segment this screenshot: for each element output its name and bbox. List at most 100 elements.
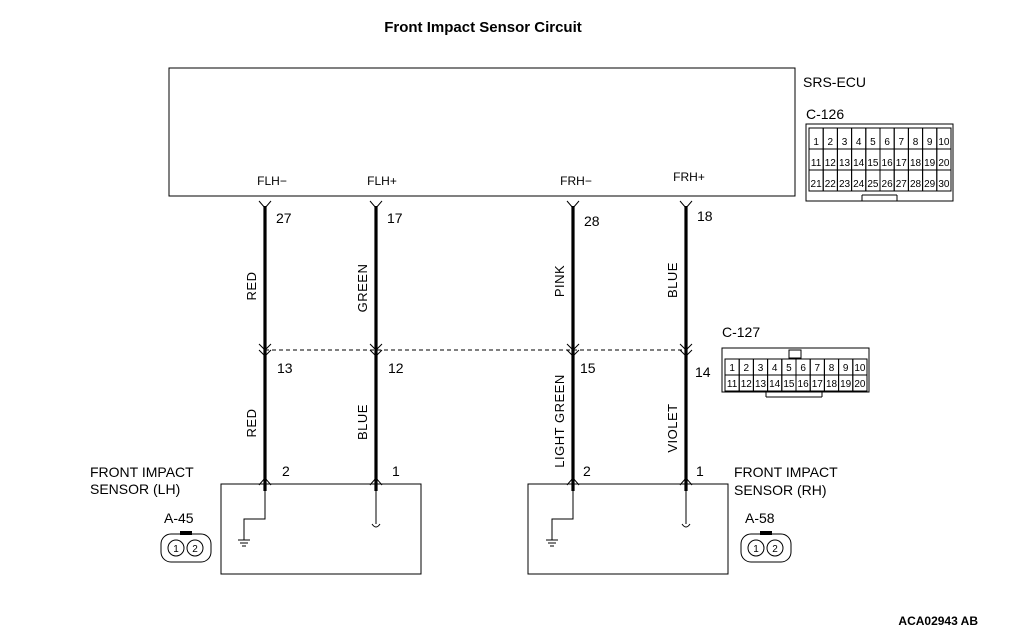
c126-pin-13: 13 — [839, 158, 851, 169]
c126-pin-15: 15 — [867, 158, 879, 169]
lh-sensor-pin-2: 2 — [282, 463, 290, 479]
c126-pin-17: 17 — [896, 158, 908, 169]
srs-ecu-box — [168, 67, 796, 197]
wire-color-lower-3: LIGHT GREEN — [552, 374, 567, 467]
c126-pin-30: 30 — [938, 179, 950, 190]
wire-color-lower-1: RED — [244, 409, 259, 438]
wire-color-lower-2: BLUE — [355, 404, 370, 440]
c126-cell — [936, 169, 952, 192]
c126-pin-6: 6 — [884, 137, 890, 148]
c127-pin-15: 15 — [783, 379, 795, 390]
ecu-terminal-chevrons — [258, 200, 693, 209]
c127-pin-14: 14 — [769, 379, 781, 390]
c127-chevrons — [258, 343, 693, 357]
figure-code: ACA02943 AB — [898, 614, 978, 628]
c127-pin-12: 12 — [388, 360, 404, 376]
ecu-pin-28: 28 — [584, 213, 600, 229]
c127-pin-2: 2 — [744, 363, 750, 374]
c126-pin-14: 14 — [853, 158, 865, 169]
c126-pin-27: 27 — [896, 179, 908, 190]
lh-sensor-name-line2: SENSOR (LH) — [90, 481, 180, 497]
c127-pin-15: 15 — [580, 360, 596, 376]
c127-pin-8: 8 — [829, 363, 835, 374]
c127-pin-18: 18 — [826, 379, 838, 390]
c126-pin-29: 29 — [924, 179, 936, 190]
c126-pin-7: 7 — [899, 137, 905, 148]
svg-text:1: 1 — [173, 544, 179, 555]
c126-pin-24: 24 — [853, 179, 865, 190]
c127-pin-13: 13 — [755, 379, 767, 390]
c127-cell — [852, 374, 868, 392]
ecu-pin-27: 27 — [276, 210, 292, 226]
c127-pin-9: 9 — [843, 363, 849, 374]
c126-pin-8: 8 — [913, 137, 919, 148]
c127-pin-1: 1 — [729, 363, 735, 374]
a58-connector-face: 1 2 — [740, 531, 792, 563]
c126-connector-label: C-126 — [806, 106, 844, 122]
wire-color-upper-2: GREEN — [355, 264, 370, 313]
c126-pin-22: 22 — [825, 179, 837, 190]
a45-connector-label: A-45 — [164, 510, 194, 526]
rh-sensor-name-line1: FRONT IMPACT — [734, 464, 838, 480]
terminal-label-frh-plus: FRH+ — [673, 170, 705, 184]
a58-connector-label: A-58 — [745, 510, 775, 526]
lh-sensor-pin-1: 1 — [392, 463, 400, 479]
rh-sensor-box — [527, 483, 729, 575]
wire-color-lower-4: VIOLET — [665, 403, 680, 452]
c127-pin-7: 7 — [815, 363, 821, 374]
c127-pin-16: 16 — [798, 379, 810, 390]
c127-pin-14: 14 — [695, 364, 711, 380]
terminal-label-flh-plus: FLH+ — [367, 174, 397, 188]
c127-pin-20: 20 — [854, 379, 866, 390]
terminal-label-frh-minus: FRH− — [560, 174, 592, 188]
c127-pin-6: 6 — [800, 363, 806, 374]
c126-pin-12: 12 — [825, 158, 837, 169]
rh-sensor-pin-1: 1 — [696, 463, 704, 479]
svg-text:1: 1 — [753, 544, 759, 555]
lh-sensor-box — [220, 483, 422, 575]
c126-pin-26: 26 — [882, 179, 894, 190]
rh-sensor-pin-2: 2 — [583, 463, 591, 479]
c127-pin-13: 13 — [277, 360, 293, 376]
c126-pin-25: 25 — [867, 179, 879, 190]
c126-pin-23: 23 — [839, 179, 851, 190]
wire-color-upper-4: BLUE — [665, 262, 680, 298]
terminal-label-flh-minus: FLH− — [257, 174, 287, 188]
rh-sensor-name-line2: SENSOR (RH) — [734, 482, 827, 498]
c127-pin-5: 5 — [786, 363, 792, 374]
wire-color-upper-3: PINK — [552, 265, 567, 297]
svg-text:2: 2 — [192, 544, 198, 555]
c126-pin-5: 5 — [870, 137, 876, 148]
c127-pin-12: 12 — [741, 379, 753, 390]
c127-pin-3: 3 — [758, 363, 764, 374]
lh-sensor-name-line1: FRONT IMPACT — [90, 464, 194, 480]
wire-color-upper-1: RED — [244, 272, 259, 301]
c126-pin-2: 2 — [828, 137, 834, 148]
srs-ecu-label: SRS-ECU — [803, 74, 866, 90]
c127-pin-19: 19 — [840, 379, 852, 390]
ecu-pin-17: 17 — [387, 210, 403, 226]
c126-pin-3: 3 — [842, 137, 848, 148]
rh-sensor-internal — [546, 484, 691, 547]
c127-pin-11: 11 — [727, 379, 738, 390]
c127-pin-4: 4 — [772, 363, 778, 374]
c127-connector-label: C-127 — [722, 324, 760, 340]
c126-pin-10: 10 — [938, 137, 950, 148]
svg-text:2: 2 — [772, 544, 778, 555]
c126-pin-16: 16 — [882, 158, 894, 169]
c126-pin-20: 20 — [938, 158, 950, 169]
diagram-title: Front Impact Sensor Circuit — [384, 19, 582, 36]
c127-pin-17: 17 — [812, 379, 824, 390]
c126-pin-18: 18 — [910, 158, 922, 169]
sensor-terminal-chevrons — [258, 477, 693, 486]
c126-pin-1: 1 — [813, 137, 819, 148]
c126-pin-19: 19 — [924, 158, 936, 169]
c127-pin-10: 10 — [854, 363, 866, 374]
c126-pin-28: 28 — [910, 179, 922, 190]
c126-pin-11: 11 — [811, 158, 822, 169]
c126-pin-21: 21 — [811, 179, 823, 190]
c126-pin-4: 4 — [856, 137, 862, 148]
